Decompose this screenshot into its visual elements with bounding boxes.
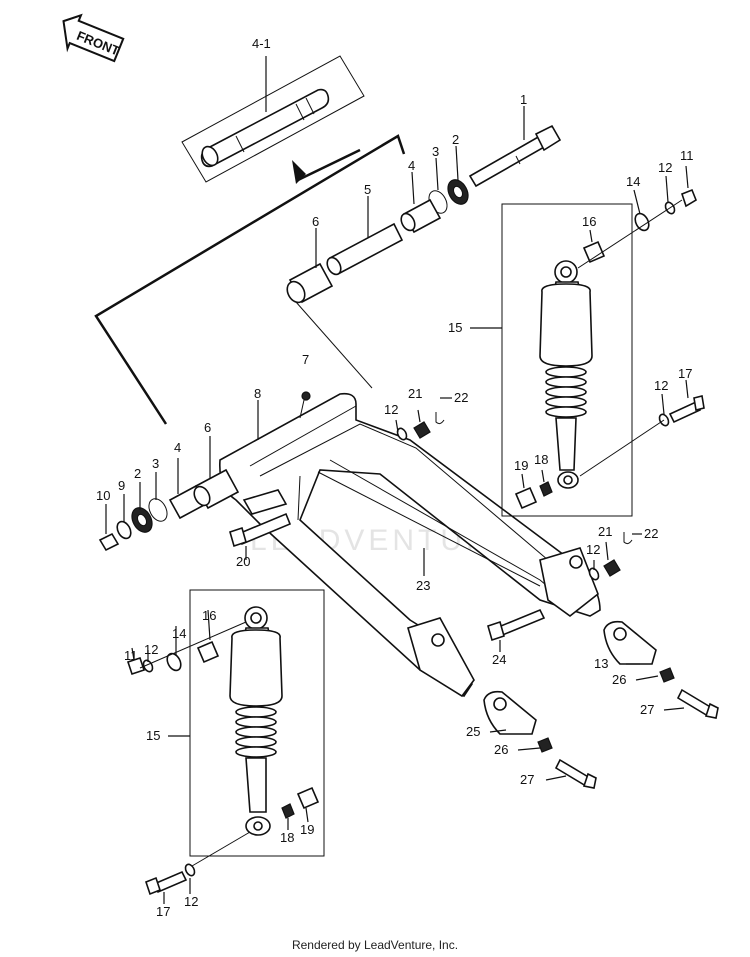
front-arrow-sign: FRONT	[62, 13, 125, 63]
callout-16-left: 16	[202, 608, 216, 623]
callout-22-lower: 22	[644, 526, 658, 541]
callout-27-center: 27	[520, 772, 534, 787]
footer-credit: Rendered by LeadVenture, Inc.	[291, 938, 459, 952]
callout-24: 24	[492, 652, 506, 667]
callout-4-left: 4	[174, 440, 181, 455]
callout-17-left: 17	[156, 904, 170, 919]
callout-15-left: 15	[146, 728, 160, 743]
callout-11-left: 11	[124, 648, 138, 663]
callout-27-right: 27	[640, 702, 654, 717]
callout-11-right: 11	[680, 148, 694, 163]
callout-10: 10	[96, 488, 110, 503]
callout-20: 20	[236, 554, 250, 569]
callout-19-right: 19	[514, 458, 528, 473]
callout-26-center: 26	[494, 742, 508, 757]
callout-23: 23	[416, 578, 430, 593]
callout-25: 25	[466, 724, 480, 739]
callout-2-left: 2	[134, 466, 141, 481]
callout-6-left: 6	[204, 420, 211, 435]
callout-1: 1	[520, 92, 527, 107]
pivot-shaft-parts	[286, 106, 562, 304]
left-shock-absorber	[126, 589, 325, 904]
callout-7: 7	[302, 352, 309, 367]
callout-12-right-mid: 12	[654, 378, 668, 393]
callout-6-top: 6	[312, 214, 319, 229]
swing-arm	[219, 391, 601, 698]
callout-14-left: 14	[172, 626, 186, 641]
callout-12-center: 12	[384, 402, 398, 417]
callout-9: 9	[118, 478, 125, 493]
callout-8: 8	[254, 386, 261, 401]
callout-16-right: 16	[582, 214, 596, 229]
left-pivot-parts	[98, 400, 259, 552]
callout-5: 5	[364, 182, 371, 197]
callout-2-top: 2	[452, 132, 459, 147]
callout-19-left: 19	[300, 822, 314, 837]
callout-4-top: 4	[408, 158, 415, 173]
callout-18-left: 18	[280, 830, 294, 845]
callout-21-center: 21	[408, 386, 422, 401]
callout-3-left: 3	[152, 456, 159, 471]
callout-12-bottom: 12	[184, 894, 198, 909]
callout-22-center: 22	[454, 390, 468, 405]
callout-17-right: 17	[678, 366, 692, 381]
callout-4-1: 4-1	[252, 36, 271, 51]
chain-adjusters	[483, 620, 719, 789]
callout-3-top: 3	[432, 144, 439, 159]
callout-18-right: 18	[534, 452, 548, 467]
arrow-head-icon	[292, 160, 306, 184]
guide-line	[295, 301, 373, 389]
callout-26-right: 26	[612, 672, 626, 687]
callout-14-right: 14	[626, 174, 640, 189]
bolt-20	[229, 512, 292, 560]
bolt-24	[487, 608, 546, 652]
callout-15-right: 15	[448, 320, 462, 335]
callout-21-lower: 21	[598, 524, 612, 539]
callout-labels: 4-1 1 2 3 4 5 6 7 8 6 4 3 2 9 10 11 12 1…	[96, 36, 694, 919]
callout-12-left: 12	[144, 642, 158, 657]
right-shock-absorber	[470, 165, 705, 517]
inset-box-4-1	[181, 55, 365, 183]
callout-13: 13	[594, 656, 608, 671]
callout-12-right-top: 12	[658, 160, 672, 175]
callout-12-lower: 12	[586, 542, 600, 557]
assembly-bracket	[94, 134, 406, 425]
center-small-parts	[395, 397, 642, 581]
